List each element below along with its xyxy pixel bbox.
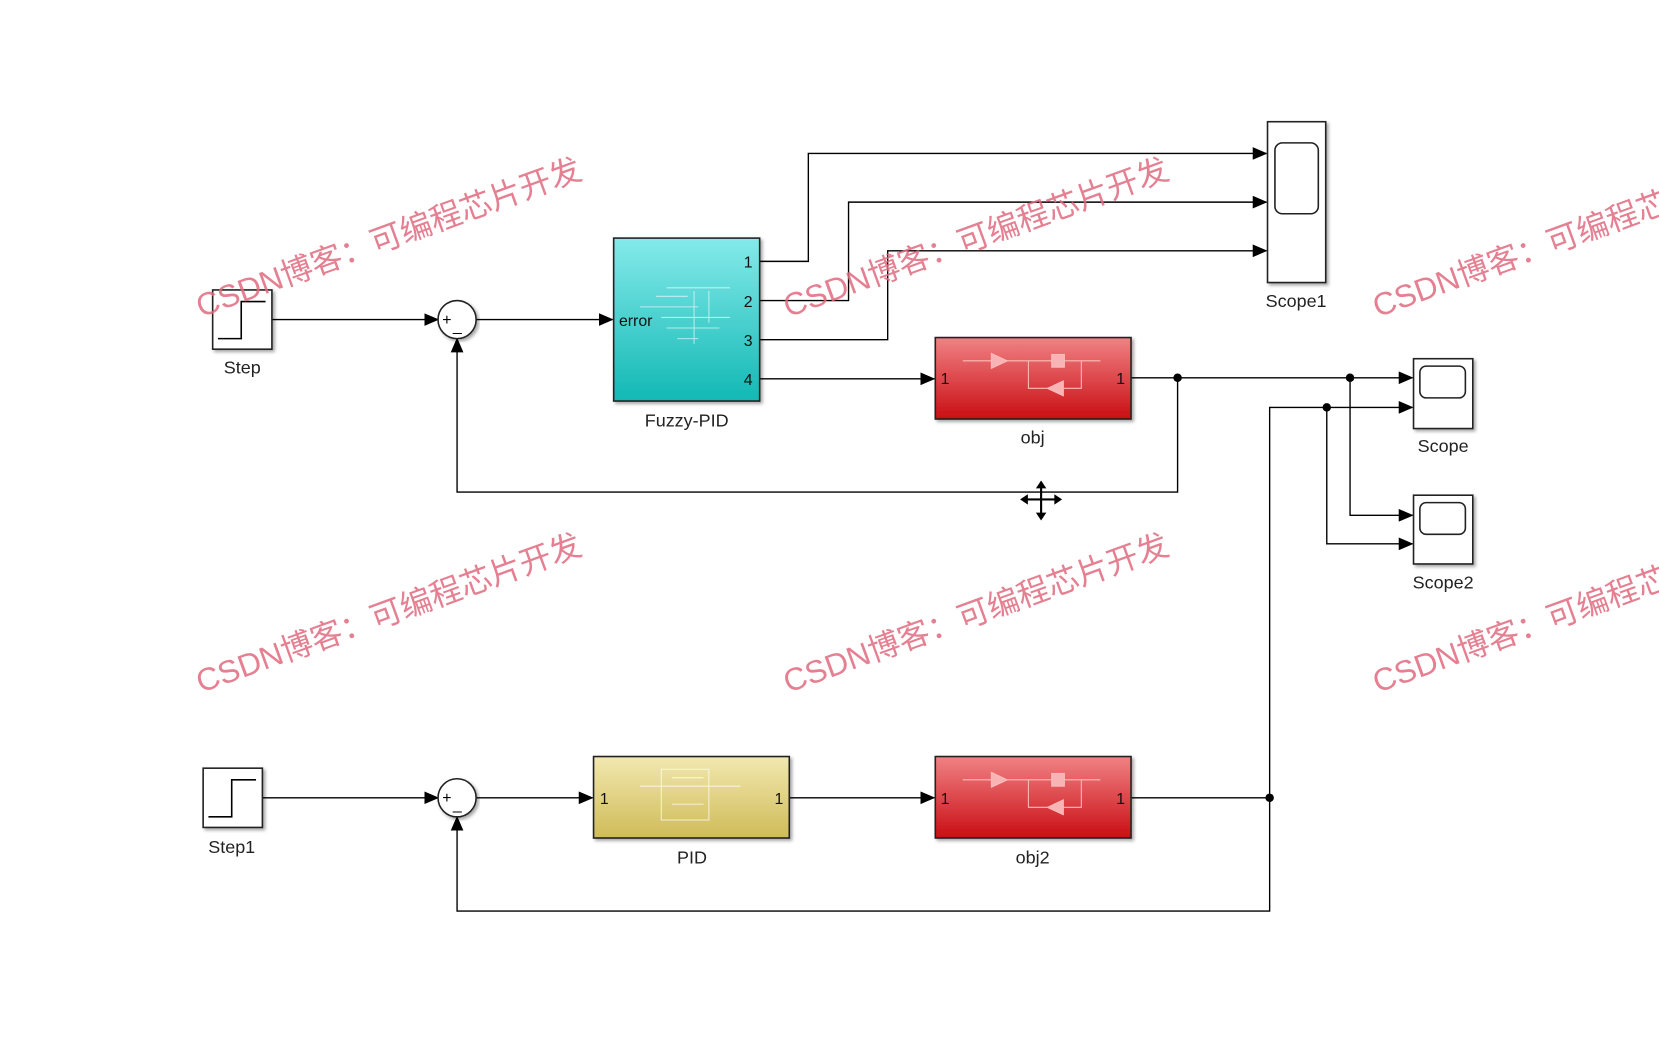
scope2-label: Scope2 [1413,572,1474,592]
scope1-block[interactable]: Scope1 [1266,120,1327,311]
scope-block[interactable]: Scope [1412,357,1474,456]
pid-subsystem[interactable]: 1 1 PID [592,755,791,868]
step1-block[interactable]: Step1 [202,767,264,857]
watermark: CSDN博客：可编程芯片开发 [191,527,586,700]
fuzzy-output-port-1: 1 [744,255,753,272]
obj-subsystem[interactable]: 1 1 obj [934,336,1132,448]
watermark: CSDN博客：可编程芯片开发 [778,527,1173,700]
obj-label: obj [1021,427,1045,447]
scope1-label: Scope1 [1266,291,1327,311]
fuzzy-input-port: error [619,313,653,330]
transfer-loop-icon [962,771,1101,816]
plus-sign: + [442,312,451,329]
sum-block[interactable]: + _ [437,299,477,340]
watermark: CSDN博客：可编程芯片开发 [778,151,1173,324]
obj2-label: obj2 [1016,847,1050,867]
signal-lines-bottom [262,401,1414,912]
sum2-block[interactable]: + _ [437,777,477,818]
subsystem-preview-icon [640,287,731,344]
fuzzy-pid-label: Fuzzy-PID [645,410,729,430]
signal-lines-top [271,147,1414,522]
obj2-subsystem[interactable]: 1 1 obj2 [934,755,1132,868]
fuzzy-output-port-4: 4 [744,372,753,389]
watermark: CSDN博客：可编程芯片开发 [1368,151,1659,324]
watermark: CSDN博客：可编程芯片开发 [191,151,586,324]
fuzzy-pid-subsystem[interactable]: error 1 2 3 4 Fuzzy-PID [612,237,761,430]
step-label: Step [224,358,261,378]
obj-output-port: 1 [1116,371,1125,388]
minus-sign: _ [452,318,462,335]
obj2-output-port: 1 [1116,791,1125,808]
step1-label: Step1 [208,837,255,857]
minus-sign: _ [452,796,462,813]
pid-label: PID [677,847,707,867]
step-block[interactable]: Step [211,289,273,378]
pid-input-port: 1 [600,791,609,808]
scope-label: Scope [1418,436,1469,456]
fuzzy-output-port-2: 2 [744,294,753,311]
obj2-input-port: 1 [941,791,950,808]
pid-output-port: 1 [774,791,783,808]
plus-sign: + [442,790,451,807]
obj-input-port: 1 [941,371,950,388]
transfer-loop-icon [962,352,1101,397]
watermark: CSDN博客：可编程芯片开发 [1368,527,1659,700]
scope2-block[interactable]: Scope2 [1413,494,1474,592]
move-cursor-icon [1020,480,1063,521]
fuzzy-output-port-3: 3 [744,333,753,350]
pid-preview-icon [640,768,741,821]
